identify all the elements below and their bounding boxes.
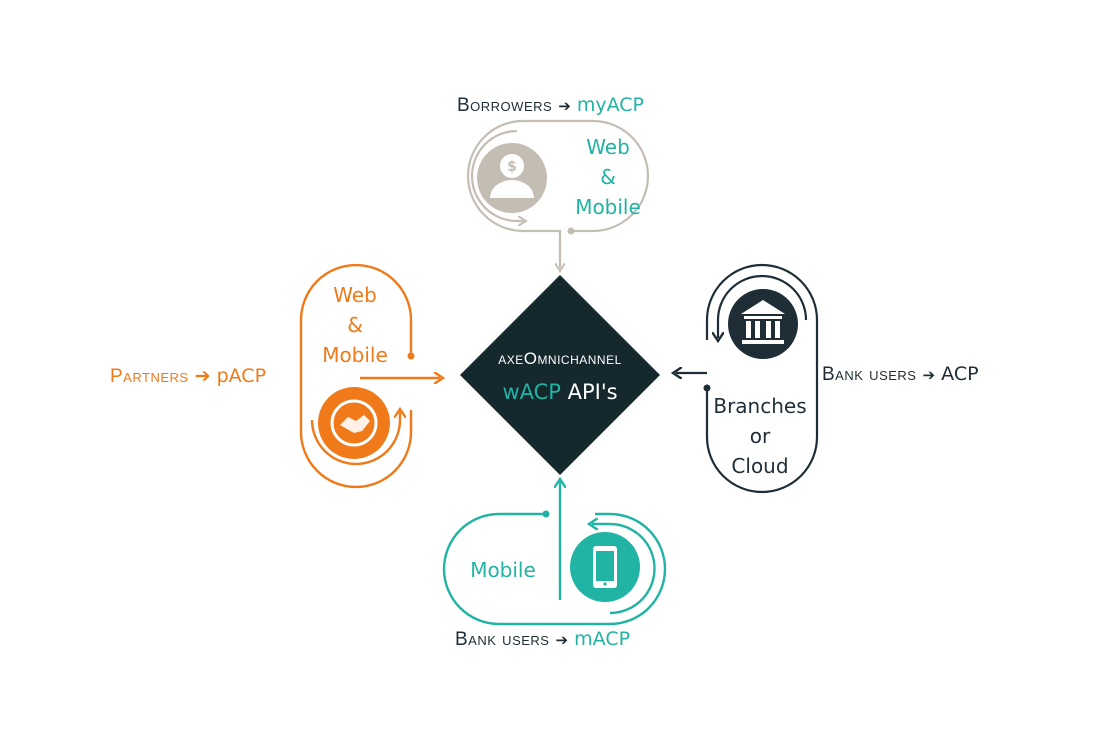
- bank-acp-loop-dot: [703, 384, 711, 392]
- partners-heading: Partners ➔ pACP: [110, 365, 266, 388]
- smartphone-icon: [570, 532, 640, 602]
- partners-loop-dot: [407, 352, 415, 360]
- bank-macp-loop: [442, 482, 667, 626]
- partners-channel: Web & Mobile: [310, 280, 400, 370]
- center-subtitle: wACP API's: [460, 380, 660, 404]
- bank-acp-channel-line: or: [749, 424, 771, 448]
- bank-macp-arrow-icon: ➔: [555, 631, 569, 649]
- bank-acp-channel-line: Branches: [713, 394, 807, 418]
- center-rest: API's: [560, 380, 618, 404]
- partners-channel-line: Web: [333, 283, 377, 307]
- bank-macp-who: Bank users: [455, 629, 550, 650]
- bank-acp-channel: Branches or Cloud: [705, 391, 815, 481]
- bank-macp-channel: Mobile: [458, 555, 548, 585]
- borrowers-heading: Borrowers ➔ myACP: [457, 94, 644, 117]
- borrowers-loop: [466, 119, 650, 268]
- borrowers-channel: Web & Mobile: [563, 132, 653, 222]
- bank-building-icon: [728, 289, 798, 359]
- center-diamond: [460, 275, 660, 475]
- bank-acp-arrow-icon: ➔: [922, 366, 936, 384]
- partners-who: Partners: [110, 366, 189, 387]
- borrowers-arrow-icon: ➔: [558, 97, 571, 115]
- bank-macp-heading: Bank users ➔ mACP: [455, 628, 630, 651]
- partners-arrow-icon: ➔: [194, 365, 211, 387]
- handshake-icon: [318, 387, 390, 459]
- bank-macp-loop-dot: [542, 510, 550, 518]
- borrowers-who: Borrowers: [457, 95, 553, 116]
- bank-acp-loop: [676, 263, 819, 494]
- bank-acp-heading: Bank users ➔ ACP: [822, 363, 979, 386]
- partners-product: pACP: [216, 365, 267, 387]
- partners-channel-line: Mobile: [322, 343, 388, 367]
- bank-macp-channel-line: Mobile: [470, 558, 536, 582]
- partners-loop: [299, 263, 440, 489]
- borrowers-loop-dot: [567, 227, 575, 235]
- center-line1: axeOmnichannel: [498, 349, 622, 368]
- svg-text:$: $: [507, 159, 517, 175]
- borrowers-product: myACP: [576, 94, 644, 116]
- partners-channel-line: &: [347, 313, 363, 337]
- center-title: axeOmnichannel: [460, 349, 660, 369]
- bank-macp-product: mACP: [574, 628, 631, 650]
- borrowers-channel-line: Web: [586, 135, 630, 159]
- bank-acp-product: ACP: [941, 363, 979, 385]
- bank-acp-channel-line: Cloud: [731, 454, 789, 478]
- borrowers-channel-line: Mobile: [575, 195, 641, 219]
- center-accent: wACP: [502, 380, 561, 404]
- bank-acp-who: Bank users: [822, 364, 917, 385]
- borrowers-channel-line: &: [600, 165, 616, 189]
- dollar-user-icon: $: [477, 143, 547, 213]
